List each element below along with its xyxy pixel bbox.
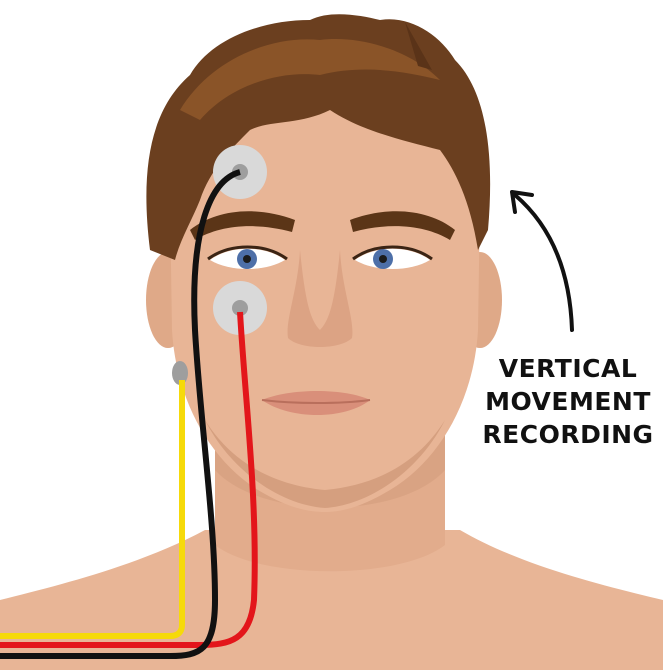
annotation-line-1: VERTICAL	[499, 354, 638, 383]
annotation-line-2: MOVEMENT	[485, 387, 651, 416]
annotation-line-3: RECORDING	[482, 420, 653, 449]
curved-arrow-icon	[512, 192, 572, 330]
